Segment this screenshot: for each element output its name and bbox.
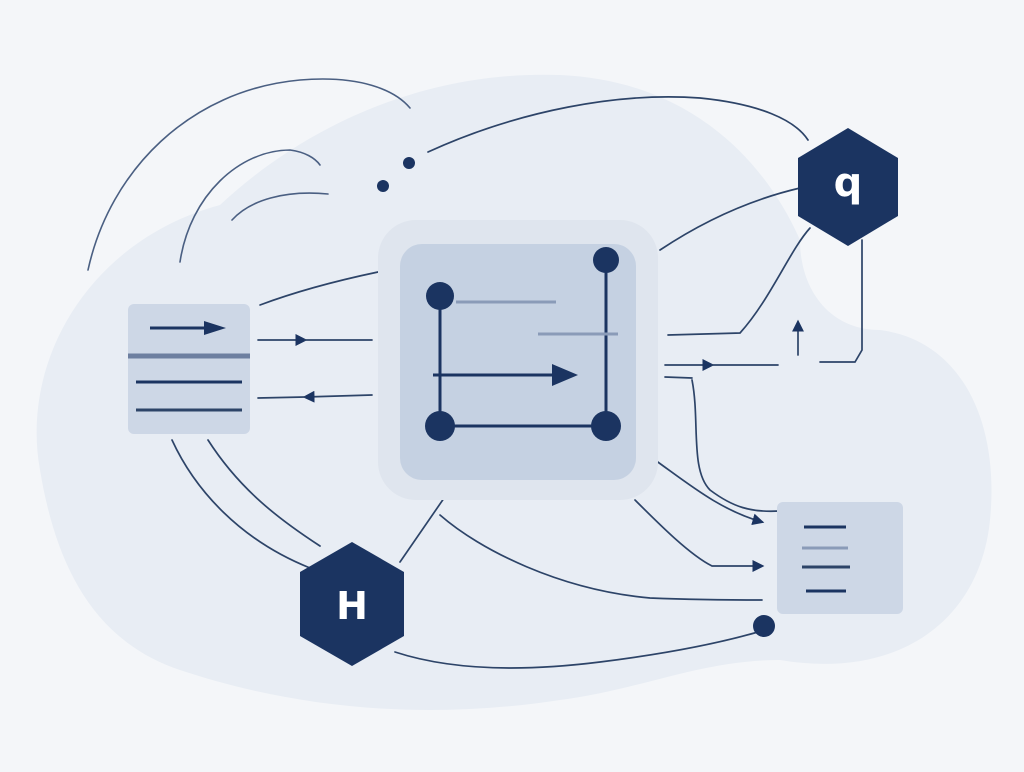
- hub-panel[interactable]: [378, 220, 658, 500]
- node-graph-icon: [425, 247, 621, 441]
- hexagon-h-node[interactable]: H: [300, 542, 404, 666]
- left-card[interactable]: [128, 304, 250, 434]
- connection-lines: [171, 96, 863, 669]
- right-card[interactable]: [777, 502, 903, 614]
- connector-dot: [753, 615, 775, 637]
- hub-panel-inner: [400, 244, 636, 480]
- hexagon-q-node[interactable]: q: [798, 128, 898, 246]
- connector-dot: [377, 180, 389, 192]
- hexagon-h-shape: [300, 542, 404, 666]
- right-card-body: [777, 502, 903, 614]
- q-letter-icon: q: [834, 160, 863, 206]
- hexagon-q-shape: [798, 128, 898, 246]
- h-letter-icon: H: [336, 584, 368, 628]
- left-card-body: [128, 304, 250, 434]
- decorative-arcs: [87, 78, 411, 271]
- connector-dot: [403, 157, 415, 169]
- list-with-arrow-icon: [128, 321, 250, 412]
- text-lines-icon: [802, 525, 850, 593]
